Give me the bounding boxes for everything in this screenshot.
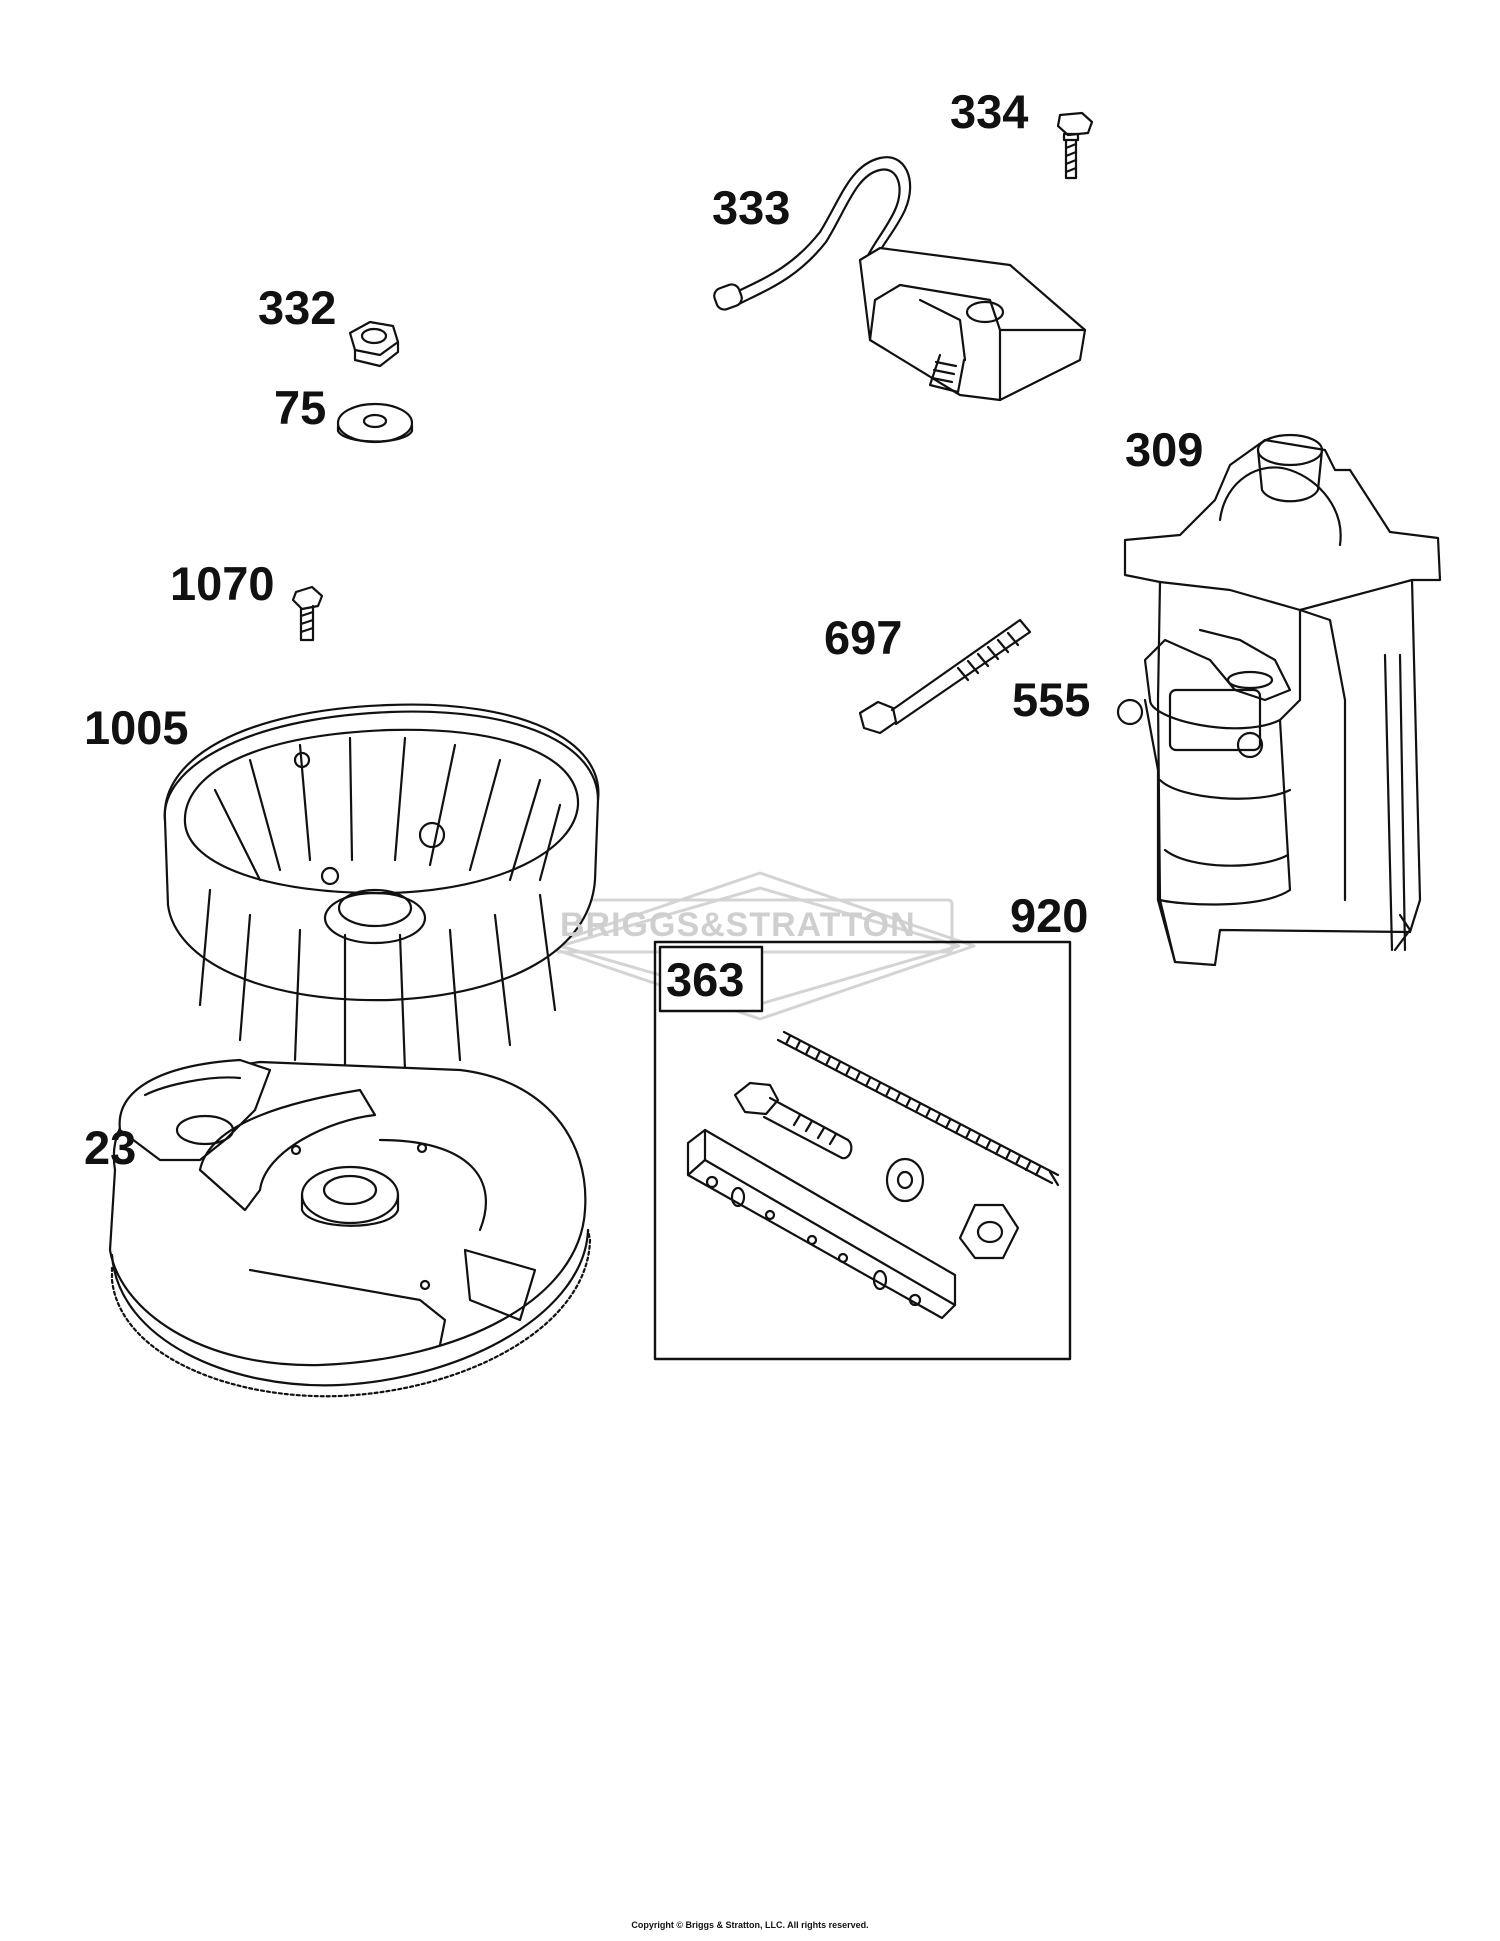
kit-363-box — [653, 940, 1072, 1361]
part-label-332: 332 — [258, 281, 337, 334]
part-label-333: 333 — [712, 181, 791, 234]
part-label-75: 75 — [274, 381, 327, 434]
washer-75-icon — [336, 402, 414, 444]
part-label-920: 920 — [1010, 889, 1089, 942]
part-label-1005: 1005 — [84, 701, 189, 754]
bolt-697-icon — [858, 618, 1032, 735]
part-label-23: 23 — [84, 1121, 137, 1174]
part-label-309: 309 — [1125, 423, 1204, 476]
part-label-334: 334 — [950, 85, 1029, 138]
copyright-notice: Copyright © Briggs & Stratton, LLC. All … — [631, 1920, 869, 1930]
part-label-555: 555 — [1012, 673, 1091, 726]
screw-1070-icon — [291, 585, 324, 642]
watermark-text: BRIGGS&STRATTON — [560, 906, 916, 944]
flywheel-23-icon — [108, 1058, 592, 1398]
starter-motor-309-icon — [1116, 433, 1442, 967]
nut-332-icon — [348, 320, 400, 368]
part-label-1070: 1070 — [170, 557, 275, 610]
bolt-334-icon — [1056, 111, 1094, 180]
kit-label-363: 363 — [666, 953, 745, 1006]
ignition-coil-333-icon — [713, 156, 1087, 402]
cooling-fan-1005-icon — [163, 703, 600, 1072]
part-label-697: 697 — [824, 611, 903, 664]
